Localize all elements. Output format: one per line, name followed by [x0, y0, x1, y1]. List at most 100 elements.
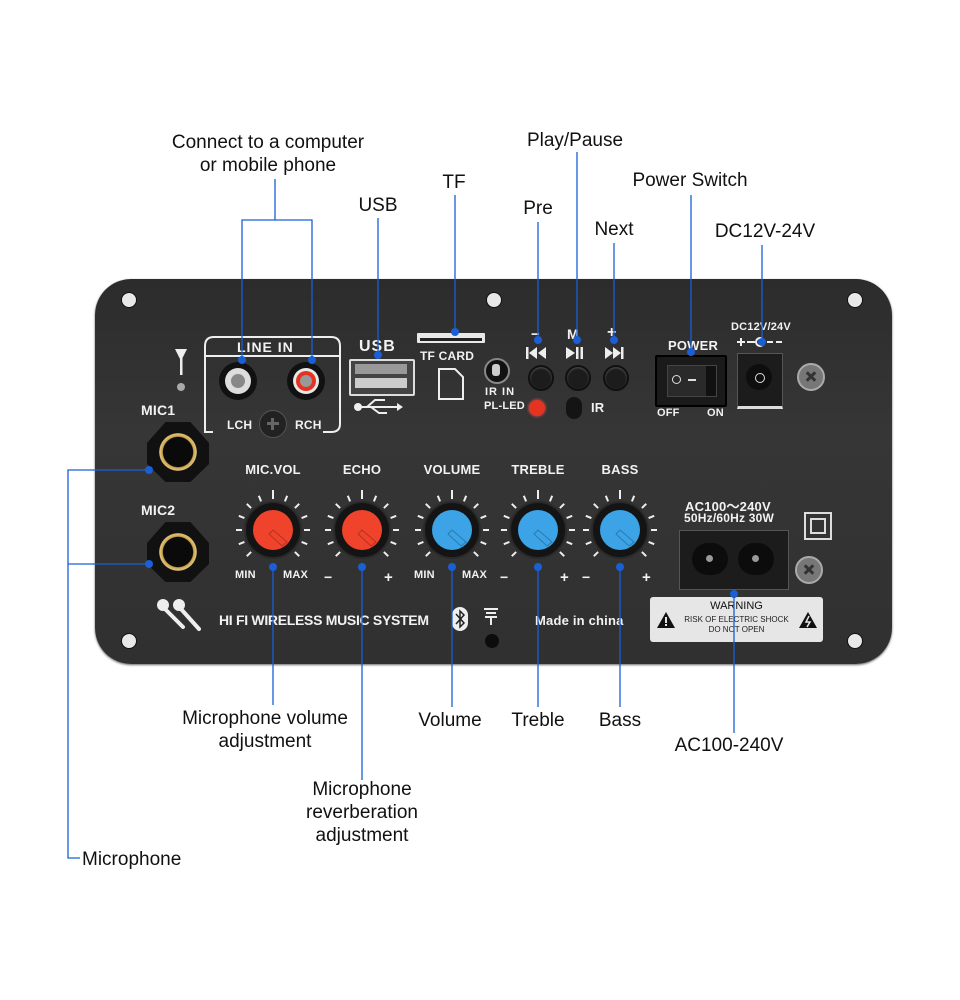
callout-mic-volume-line1: Microphone volume	[182, 708, 348, 729]
knob-scale	[236, 490, 310, 559]
knob-title: VOLUME	[423, 462, 481, 477]
leader-dot	[308, 356, 316, 364]
leader-dot	[374, 351, 382, 359]
next-track-icon	[605, 347, 624, 359]
mic1-label: MIC1	[141, 402, 176, 418]
tf-card-slot[interactable]	[417, 333, 485, 343]
antenna-icon	[175, 349, 187, 391]
leader-dot	[687, 348, 695, 356]
mount-hole	[121, 292, 137, 308]
leader-dot	[610, 336, 618, 344]
electric-shock-icon	[799, 612, 817, 628]
mic2-jack[interactable]	[147, 522, 209, 582]
callout-treble: Treble	[511, 710, 565, 731]
callout-ac: AC100-240V	[674, 735, 784, 756]
leader-dot	[358, 563, 366, 571]
lch-label: LCH	[227, 418, 253, 432]
knob-title: ECHO	[342, 462, 382, 477]
next-button[interactable]	[603, 365, 629, 391]
knob-scale	[501, 490, 575, 559]
leader-dot	[534, 563, 542, 571]
knob-min-label: MIN	[414, 569, 435, 581]
knob-max-label: MAX	[283, 569, 309, 581]
warning-icon	[657, 612, 675, 628]
rca-left-jack[interactable]	[219, 362, 257, 400]
leader-dot	[451, 328, 459, 336]
knob-echo[interactable]	[324, 490, 400, 568]
callout-mic-reverb-line1: Microphone	[312, 779, 412, 800]
knob-scale	[415, 490, 489, 559]
knob-volume[interactable]	[414, 490, 490, 568]
callout-mic-volume-line2: adjustment	[218, 731, 312, 752]
leader-dot	[238, 356, 246, 364]
knob-scale	[583, 490, 657, 559]
pre-symbol: −	[531, 326, 540, 343]
transport-icons	[526, 347, 624, 359]
leader-dot	[534, 336, 542, 344]
leader-dot	[730, 590, 738, 598]
brand-text: HI FI WIRELESS MUSIC SYSTEM	[219, 612, 429, 628]
screw-icon	[259, 410, 287, 438]
knob-min-label: −	[324, 569, 333, 585]
callout-mic-reverb-line2: reverberation	[306, 802, 418, 823]
mic2-label: MIC2	[141, 502, 176, 518]
mount-hole	[486, 292, 502, 308]
power-led	[529, 400, 545, 416]
off-label: OFF	[657, 407, 680, 419]
pl-led-label: PL-LED	[484, 400, 525, 412]
amplifier-panel: LINE IN LCH RCH USB TF CARD IR IN PL-LED	[95, 279, 892, 664]
play-pause-button[interactable]	[565, 365, 591, 391]
callout-usb: USB	[358, 195, 398, 216]
usb-symbol-icon	[354, 399, 403, 414]
ac-rating-line2: 50Hz/60Hz 30W	[684, 511, 774, 525]
callout-line-in: Connect to a computer or mobile phone	[150, 131, 386, 177]
antenna-hole	[485, 634, 499, 648]
callout-line-in-line1: Connect to a computer	[171, 132, 365, 153]
play-pause-icon	[566, 347, 583, 359]
leader-dot	[616, 563, 624, 571]
mount-hole	[121, 633, 137, 649]
leader-dot	[573, 336, 581, 344]
on-label: ON	[707, 407, 724, 419]
leader-line	[241, 219, 313, 362]
usb-port[interactable]	[349, 359, 415, 396]
dc-power-jack[interactable]	[737, 353, 783, 409]
ac-power-socket[interactable]	[679, 530, 789, 590]
screw-icon	[797, 363, 825, 391]
ir-label: IR	[591, 400, 605, 415]
ac-rating-line1: AC100～240V	[685, 499, 771, 514]
bluetooth-icon	[452, 607, 468, 631]
play-symbol: M	[567, 326, 579, 342]
ir-in-jack[interactable]	[484, 358, 510, 384]
microphone-logo-icon	[157, 599, 201, 631]
knob-min-label: −	[582, 569, 591, 585]
knob-title: TREBLE	[511, 462, 565, 477]
power-label: POWER	[668, 338, 719, 353]
previous-track-icon	[526, 347, 546, 359]
previous-button[interactable]	[528, 365, 554, 391]
knob-micvol[interactable]	[235, 490, 311, 568]
callout-power-switch: Power Switch	[632, 170, 748, 191]
knob-bass[interactable]	[582, 490, 658, 568]
mic1-jack[interactable]	[147, 422, 209, 482]
knob-treble[interactable]	[500, 490, 576, 568]
next-symbol: +	[607, 324, 617, 341]
warning-title: WARNING	[710, 600, 763, 612]
callout-next: Next	[594, 219, 634, 240]
knob-min-label: −	[500, 569, 509, 585]
callout-mic-reverb: Microphone reverberation adjustment	[280, 778, 444, 847]
knob-max-label: +	[642, 569, 651, 586]
warning-line2: DO NOT OPEN	[708, 625, 765, 634]
line-in-label: LINE IN	[237, 339, 294, 355]
dc-label: DC12V/24V	[731, 321, 791, 333]
leader-dot	[448, 563, 456, 571]
callout-mic-reverb-line3: adjustment	[315, 825, 409, 846]
screw-icon	[795, 556, 823, 584]
callout-tf: TF	[442, 172, 466, 193]
rca-right-jack[interactable]	[287, 362, 325, 400]
mount-hole	[847, 292, 863, 308]
power-switch[interactable]	[655, 355, 727, 407]
callout-microphone: Microphone	[82, 849, 182, 870]
knob-scale	[325, 490, 399, 559]
